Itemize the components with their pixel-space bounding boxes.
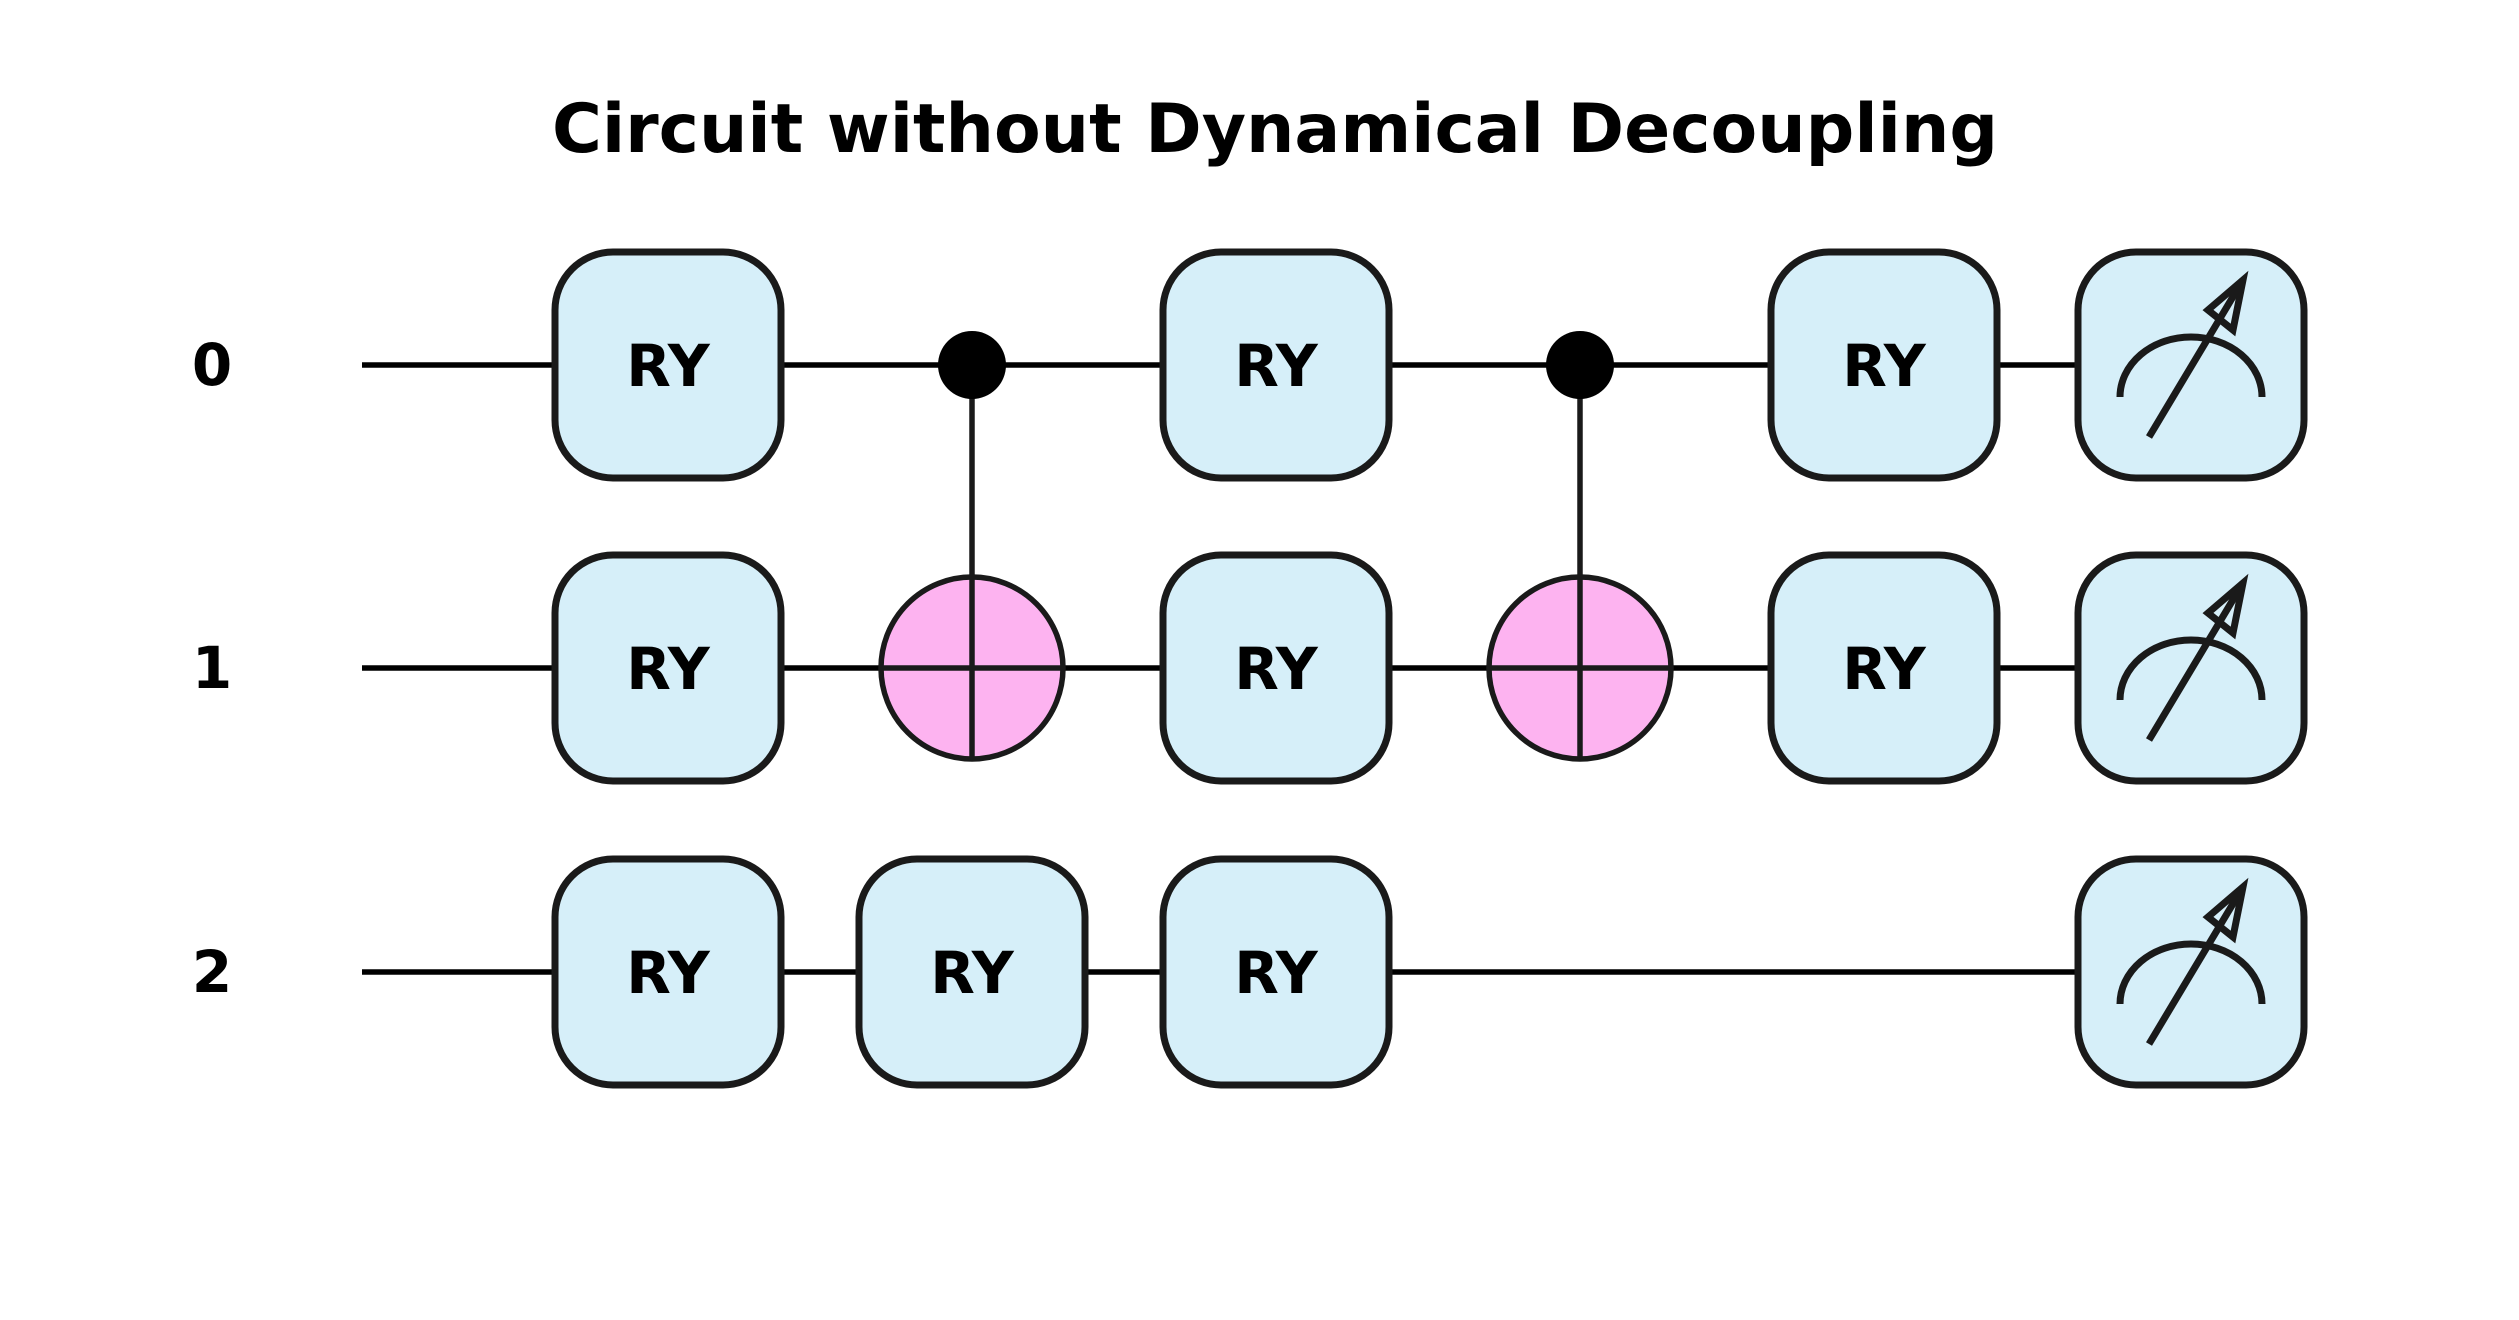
ry-gate: RY [1159, 855, 1393, 1089]
cnot-gate [878, 331, 1066, 762]
qubit-label: 1 [192, 634, 232, 702]
measure-gate [2074, 551, 2308, 785]
ry-gate: RY [855, 855, 1089, 1089]
cnot-gate [1486, 331, 1674, 762]
meter-needle-icon [2145, 885, 2247, 1046]
meter-arrowhead-icon [2202, 270, 2249, 337]
ry-gate: RY [551, 855, 785, 1089]
ry-gate: RY [1767, 248, 2001, 482]
ry-gate-box [1159, 248, 1393, 482]
cnot-control-dot [938, 331, 1006, 399]
ry-gate-box [855, 855, 1089, 1089]
ry-gate-label: RY [1842, 635, 1926, 703]
gates: RY RY RY RY RY RY RY RY RY [551, 248, 2308, 1089]
ry-gate-box [1767, 248, 2001, 482]
ry-gate-label: RY [1234, 332, 1318, 400]
ry-gate-box [1159, 551, 1393, 785]
ry-gate-label: RY [626, 332, 710, 400]
ry-gate-label: RY [626, 635, 710, 703]
cnot-control-dot [1546, 331, 1614, 399]
ry-gate-box [551, 551, 785, 785]
ry-gate: RY [1159, 551, 1393, 785]
ry-gate-box [551, 855, 785, 1089]
qubit-label: 0 [192, 331, 232, 399]
ry-gate: RY [1767, 551, 2001, 785]
meter-needle-icon [2145, 581, 2247, 742]
ry-gate-box [1767, 551, 2001, 785]
ry-gate-label: RY [1234, 635, 1318, 703]
ry-gate-label: RY [930, 939, 1014, 1007]
meter-arc-icon [2116, 636, 2266, 701]
ry-gate-box [1159, 855, 1393, 1089]
ry-gate-label: RY [1842, 332, 1926, 400]
ry-gate-label: RY [626, 939, 710, 1007]
meter-needle-icon [2145, 278, 2247, 439]
ry-gate-label: RY [1234, 939, 1318, 1007]
meter-arc-icon [2116, 333, 2266, 398]
circuit-title: Circuit without Dynamical Decoupling [552, 90, 1998, 169]
qubit-label: 2 [192, 938, 232, 1006]
meter-arrowhead-icon [2202, 877, 2249, 944]
meter-arc-icon [2116, 940, 2266, 1005]
ry-gate-box [551, 248, 785, 482]
ry-gate: RY [1159, 248, 1393, 482]
ry-gate: RY [551, 551, 785, 785]
measure-gate [2074, 855, 2308, 1089]
meter-arrowhead-icon [2202, 573, 2249, 640]
ry-gate: RY [551, 248, 785, 482]
measure-gate [2074, 248, 2308, 482]
qubit-labels: 0 1 2 [192, 331, 232, 1006]
